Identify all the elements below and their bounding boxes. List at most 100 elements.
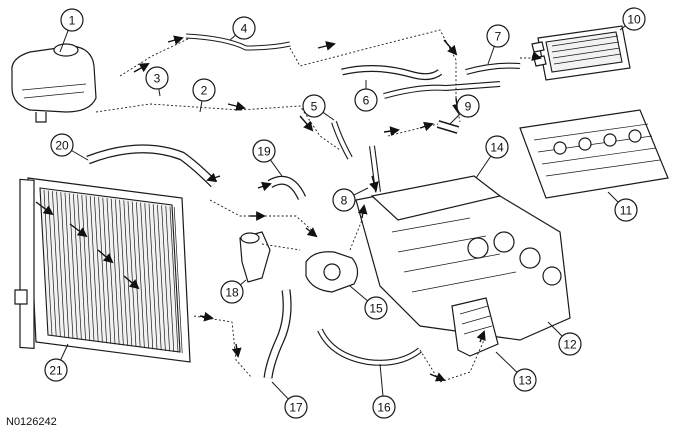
radiator-fin — [68, 193, 78, 340]
callout-circle — [485, 135, 509, 159]
callout-number: 18 — [225, 286, 239, 300]
callout-leader — [229, 34, 236, 41]
flow-arrow — [123, 275, 140, 290]
radiator-fin — [77, 194, 86, 341]
radiator-fin — [110, 198, 120, 345]
callout-leader — [487, 46, 495, 65]
callout-number: 7 — [495, 30, 502, 44]
callout-circle — [354, 88, 378, 112]
callout-circle — [614, 198, 638, 222]
radiator-fin — [144, 203, 154, 350]
callout-leader — [619, 25, 626, 31]
callout-number: 3 — [154, 72, 161, 86]
radiator-fin — [64, 192, 74, 339]
callout-number: 1 — [69, 14, 76, 28]
callout-13: 13 — [495, 351, 537, 392]
flow-arrow — [227, 101, 246, 111]
callout-leader — [495, 351, 518, 373]
callout-9: 9 — [449, 94, 480, 125]
radiator-fin — [123, 200, 133, 347]
callout-12: 12 — [547, 321, 582, 356]
radiator-fin — [157, 204, 166, 351]
callout-circle — [456, 94, 480, 118]
callout-3: 3 — [145, 66, 169, 97]
radiator-fin — [169, 206, 179, 353]
callout-21: 21 — [44, 343, 69, 382]
callout-10: 10 — [619, 7, 646, 31]
callout-1: 1 — [59, 8, 84, 53]
flow-arrow — [167, 35, 184, 45]
engine-block — [355, 175, 571, 341]
callout-circle — [60, 8, 84, 32]
flow-arrow — [231, 343, 242, 358]
callout-circle — [220, 280, 244, 304]
callout-18: 18 — [220, 279, 247, 304]
callout-leader — [60, 343, 69, 361]
callout-circle — [192, 78, 216, 102]
radiator — [14, 177, 191, 363]
callout-number: 15 — [369, 302, 383, 316]
callout-leader — [270, 159, 283, 177]
callout-circle — [372, 395, 396, 419]
callout-circle — [486, 24, 510, 48]
callout-circle — [44, 358, 68, 382]
callout-number: 5 — [311, 100, 318, 114]
flow-arrow — [317, 41, 336, 51]
radiator-fin — [98, 197, 107, 344]
flow-arrow — [383, 126, 400, 136]
callout-number: 20 — [55, 139, 69, 153]
callout-leader — [322, 111, 335, 121]
flow-arrow — [299, 115, 314, 132]
radiator-fin — [131, 201, 141, 348]
oil-cooler — [451, 297, 499, 357]
callout-circle — [513, 368, 537, 392]
cylinder-head — [519, 109, 669, 199]
callout-leader — [475, 155, 492, 179]
callout-16: 16 — [372, 363, 396, 419]
callout-leader — [547, 321, 563, 337]
callout-circle — [50, 133, 74, 157]
callout-circle — [332, 188, 356, 212]
flow-arrow — [531, 51, 542, 61]
flow-arrow — [206, 172, 221, 183]
callout-circle — [364, 296, 388, 320]
radiator-fin — [106, 198, 116, 345]
flow-arrow — [476, 330, 486, 343]
radiator-fin — [152, 204, 162, 351]
callout-20: 20 — [50, 133, 89, 161]
callout-leader — [199, 100, 203, 113]
callout-leader — [607, 191, 619, 203]
callout-5: 5 — [302, 94, 335, 121]
radiator-fin — [119, 199, 128, 346]
callout-2: 2 — [192, 78, 216, 113]
callout-number: 2 — [201, 84, 208, 98]
radiator-fin — [85, 195, 95, 342]
callout-circle — [145, 66, 169, 90]
radiator-fin — [102, 197, 112, 344]
radiator-fin — [173, 207, 183, 354]
callout-number: 6 — [363, 94, 370, 108]
water-pump — [305, 251, 359, 293]
callout-circle — [302, 94, 326, 118]
callout-number: 12 — [563, 338, 577, 352]
callout-number: 9 — [465, 100, 472, 114]
flow-arrow — [419, 121, 434, 132]
callout-number: 8 — [341, 194, 348, 208]
callout-number: 4 — [241, 22, 248, 36]
callout-11: 11 — [607, 191, 638, 222]
callout-number: 13 — [518, 374, 532, 388]
flow-arrow — [257, 181, 272, 192]
flow-arrow — [35, 201, 54, 216]
callout-4: 4 — [229, 16, 256, 41]
flow-arrow — [369, 175, 379, 192]
radiator-fin — [161, 205, 170, 352]
callout-number: 14 — [490, 141, 504, 155]
radiator-fin — [89, 196, 99, 343]
radiator-fin — [148, 203, 158, 350]
flow-arrow — [305, 227, 318, 238]
callout-19: 19 — [252, 139, 283, 177]
radiator-fin — [115, 199, 124, 346]
callout-leader — [349, 285, 368, 302]
